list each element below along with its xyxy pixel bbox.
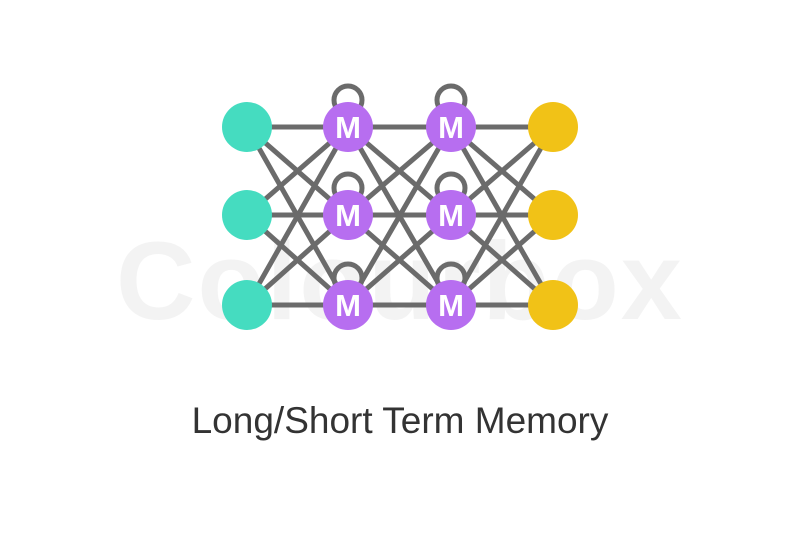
input-node (222, 102, 272, 152)
output-node (528, 190, 578, 240)
output-node (528, 280, 578, 330)
connection-edge (345, 124, 454, 308)
memory-node-label: M (438, 288, 464, 323)
diagram-title: Long/Short Term Memory (191, 400, 609, 441)
memory-node-label: M (438, 198, 464, 233)
input-node (222, 280, 272, 330)
memory-node (323, 190, 373, 240)
memory-node-label: M (438, 110, 464, 145)
input-node (222, 190, 272, 240)
memory-node (426, 190, 476, 240)
watermark: Colourbox (116, 220, 684, 343)
memory-node-label: M (335, 288, 361, 323)
connection-edge (448, 124, 556, 308)
memory-node (426, 102, 476, 152)
connection-edge (244, 124, 351, 308)
memory-node (323, 280, 373, 330)
memory-node (426, 280, 476, 330)
memory-node-label: M (335, 110, 361, 145)
memory-node-label: M (335, 198, 361, 233)
memory-node (323, 102, 373, 152)
output-node (528, 102, 578, 152)
